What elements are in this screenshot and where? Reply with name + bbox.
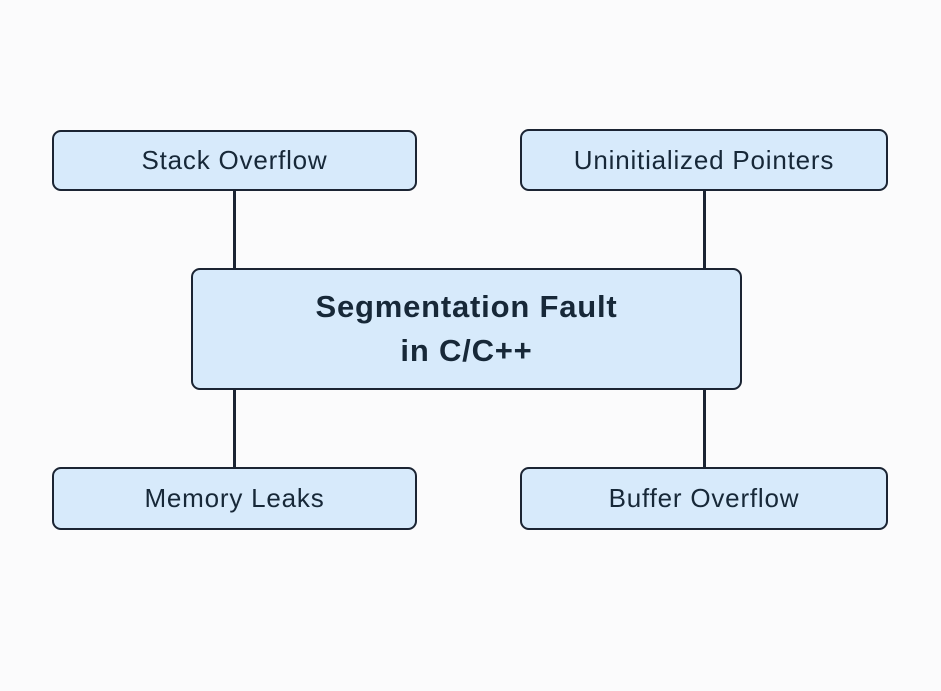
node-uninitialized-pointers-label: Uninitialized Pointers: [573, 144, 835, 175]
center-title-line2: in C/C++: [400, 333, 533, 368]
node-buffer-overflow-label: Buffer Overflow: [608, 483, 800, 513]
node-stack-overflow: Stack Overflow: [52, 130, 417, 191]
node-uninitialized-pointers: Uninitialized Pointers: [520, 129, 888, 191]
connector-center-to-memory-leaks: [233, 390, 236, 467]
center-title-line1: Segmentation Fault: [315, 289, 618, 324]
node-stack-overflow-label: Stack Overflow: [141, 145, 328, 175]
node-segmentation-fault: Segmentation Fault in C/C++: [191, 268, 742, 390]
connector-center-to-buffer-overflow: [703, 390, 706, 467]
node-memory-leaks: Memory Leaks: [52, 467, 417, 530]
connector-uninitialized-pointers-to-center: [703, 191, 706, 268]
node-memory-leaks-label: Memory Leaks: [144, 483, 325, 513]
node-buffer-overflow: Buffer Overflow: [520, 467, 888, 530]
connector-stack-overflow-to-center: [233, 191, 236, 268]
